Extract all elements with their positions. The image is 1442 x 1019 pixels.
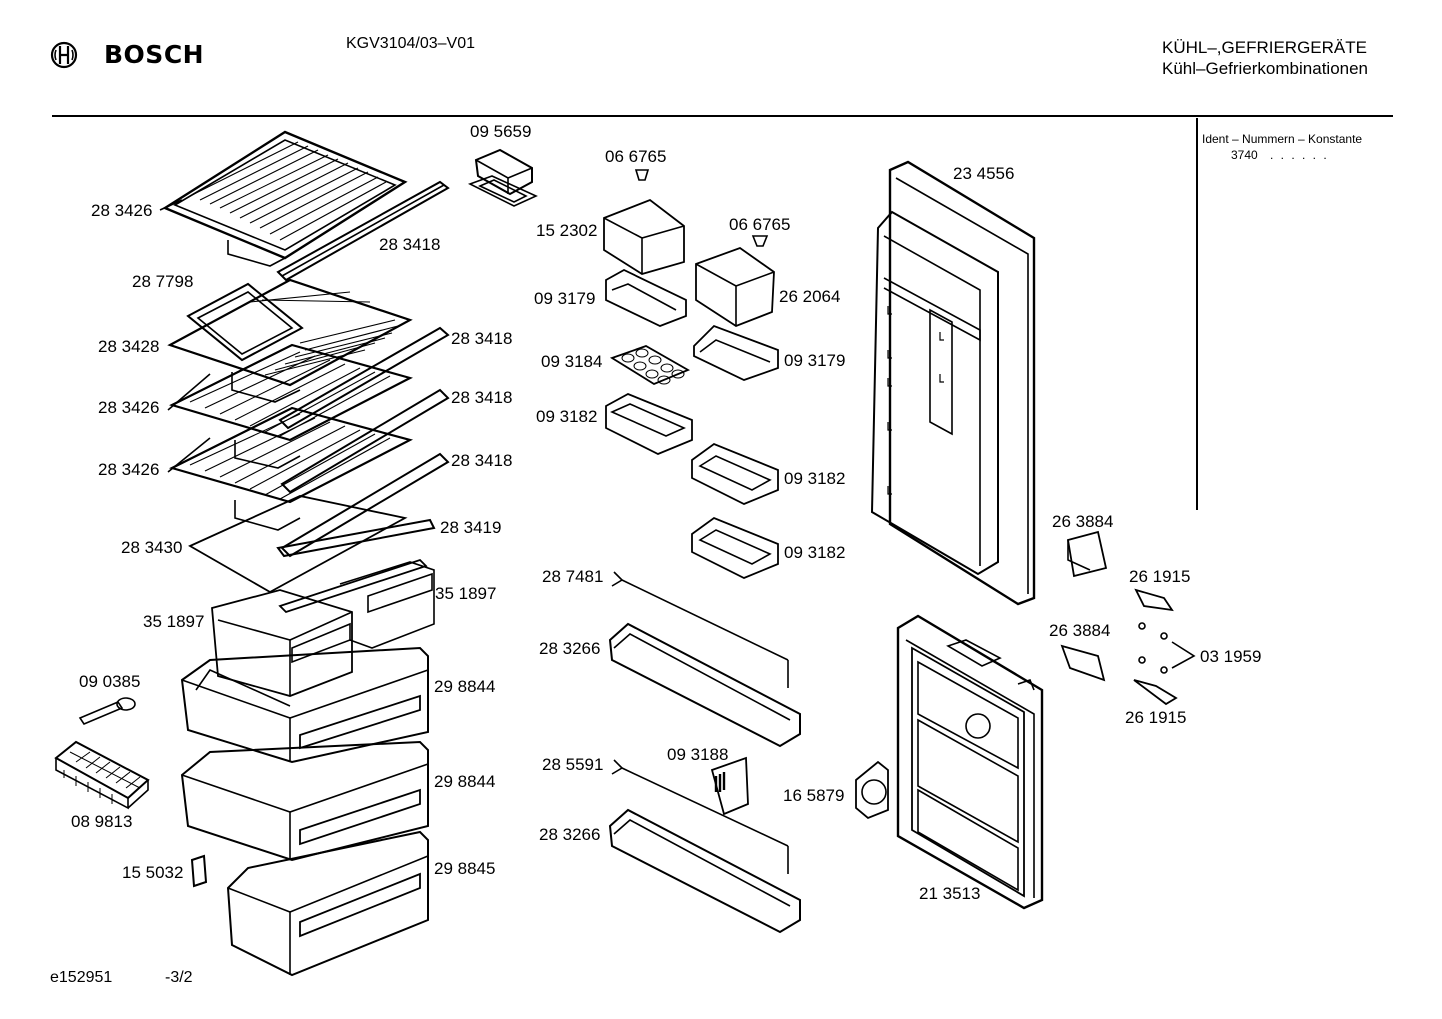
part-label: 26 3884 — [1052, 512, 1114, 531]
part-label: 28 3266 — [539, 639, 601, 658]
part-label: 26 1915 — [1125, 708, 1187, 727]
category-title: KÜHL–,GEFRIERGERÄTE — [1162, 38, 1367, 57]
part-label: 23 4556 — [953, 164, 1015, 183]
ident-dots: . . . . . . — [1270, 148, 1329, 162]
part-label: 26 2064 — [779, 287, 841, 306]
part-label: 28 3426 — [91, 201, 153, 220]
part-label: 21 3513 — [919, 884, 981, 903]
part-label: 29 8844 — [434, 772, 496, 791]
ident-title: Ident – Nummern – Konstante — [1202, 132, 1363, 146]
part-label: 28 5591 — [542, 755, 604, 774]
part-label: 16 5879 — [783, 786, 845, 805]
drawing-number: e152951 — [50, 969, 113, 986]
part-label: 28 3418 — [451, 451, 513, 470]
brand-name: BOSCH — [104, 40, 205, 69]
part-label: 15 2302 — [536, 221, 598, 240]
part-label: 06 6765 — [729, 215, 791, 234]
part-label: 28 3426 — [98, 398, 160, 417]
part-label: 28 3430 — [121, 538, 183, 557]
part-label: 28 3418 — [451, 388, 513, 407]
part-label: 35 1897 — [143, 612, 205, 631]
part-label: 09 3184 — [541, 352, 603, 371]
part-label: 29 8845 — [434, 859, 496, 878]
page-number: -3/2 — [165, 969, 193, 986]
part-label: 09 3179 — [784, 351, 846, 370]
part-label: 15 5032 — [122, 863, 184, 882]
ident-value: 3740 — [1231, 148, 1258, 162]
part-label: 28 3419 — [440, 518, 502, 537]
part-label: 35 1897 — [435, 584, 497, 603]
part-label: 28 7481 — [542, 567, 604, 586]
part-label: 29 8844 — [434, 677, 496, 696]
part-label: 09 3179 — [534, 289, 596, 308]
part-label: 09 5659 — [470, 122, 532, 141]
part-label: 03 1959 — [1200, 647, 1262, 666]
part-label: 28 3266 — [539, 825, 601, 844]
part-label: 28 3426 — [98, 460, 160, 479]
part-label: 09 3182 — [784, 543, 846, 562]
part-label: 28 3418 — [451, 329, 513, 348]
part-label: 08 9813 — [71, 812, 133, 831]
part-label: 26 1915 — [1129, 567, 1191, 586]
part-label: 26 3884 — [1049, 621, 1111, 640]
part-label: 09 0385 — [79, 672, 141, 691]
category-subtitle: Kühl–Gefrierkombinationen — [1162, 59, 1369, 78]
part-label: 09 3182 — [784, 469, 846, 488]
model-number: KGV3104/03–V01 — [346, 35, 475, 52]
part-label: 06 6765 — [605, 147, 667, 166]
part-label: 28 7798 — [132, 272, 194, 291]
part-label: 09 3182 — [536, 407, 598, 426]
part-label: 28 3428 — [98, 337, 160, 356]
part-label: 09 3188 — [667, 745, 729, 764]
bosch-logo-icon — [50, 41, 78, 74]
part-label: 28 3418 — [379, 235, 441, 254]
